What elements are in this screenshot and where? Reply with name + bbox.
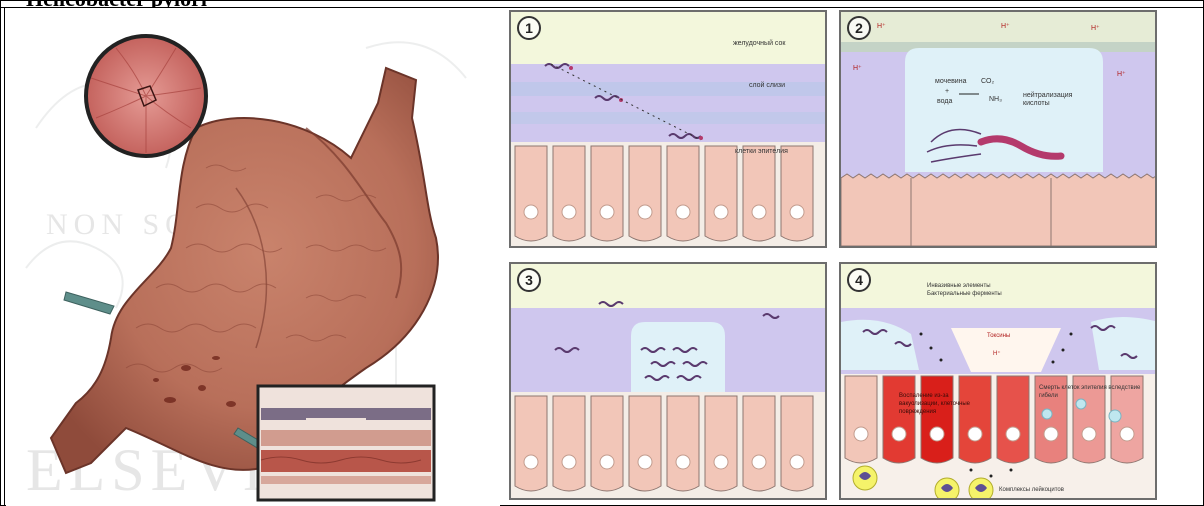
label-co2: CO₂	[981, 78, 994, 86]
label-leukocyte-complexes: Комплексы лейкоцитов	[999, 486, 1064, 494]
stomach-drawing	[6, 8, 500, 506]
histology-inset	[258, 386, 434, 500]
mechanism-panels: 1 желудочный сок слой слизи клетки эпите…	[505, 8, 1170, 506]
label-nh3: NH₃	[989, 96, 1002, 104]
panel-4: 4 Инвазивные элементы Бактериальные ферм…	[839, 262, 1157, 500]
h-ion: H⁺	[853, 64, 862, 72]
h-ion: H⁺	[877, 22, 886, 30]
step-number: 4	[847, 268, 871, 292]
h-ion: H⁺	[1001, 22, 1010, 30]
label-plus: +	[945, 88, 949, 96]
label-inflammation: Воспаление из-за вакуолизации, клеточные…	[899, 392, 973, 416]
label-invasive-elements: Инвазивные элементы	[927, 282, 991, 290]
panel-2: 2 H⁺ H⁺ H⁺ H⁺ H⁺ мочевина + вода CO₂ NH₃…	[839, 10, 1157, 248]
label-mucus-layer: слой слизи	[749, 82, 785, 90]
label-neutralization: нейтрализация кислоты	[1023, 92, 1093, 108]
step-number: 2	[847, 16, 871, 40]
h-ion: H⁺	[1117, 70, 1126, 78]
zoom-circle-mucosa	[86, 36, 206, 156]
label-toxins: Токсины	[987, 332, 1010, 340]
label-gastric-juice: желудочный сок	[733, 40, 785, 48]
label-cell-death: Смерть клеток эпителия вследствие гибели	[1039, 384, 1149, 400]
panel-3: 3	[509, 262, 827, 500]
label-epithelial-cells: клетки эпителия	[735, 148, 788, 156]
table-left-border	[4, 7, 5, 506]
panel-1: 1 желудочный сок слой слизи клетки эпите…	[509, 10, 827, 248]
step-number: 1	[517, 16, 541, 40]
label-water: вода	[937, 98, 952, 106]
label-bacterial-enzymes: Бактериальные ферменты	[927, 290, 1002, 298]
stomach-illustration: NON SOLUS ELSEVIER	[6, 8, 500, 506]
label-center-h: H⁺	[993, 350, 1001, 358]
step-number: 3	[517, 268, 541, 292]
h-ion: H⁺	[1091, 24, 1100, 32]
label-urea: мочевина	[935, 78, 966, 86]
